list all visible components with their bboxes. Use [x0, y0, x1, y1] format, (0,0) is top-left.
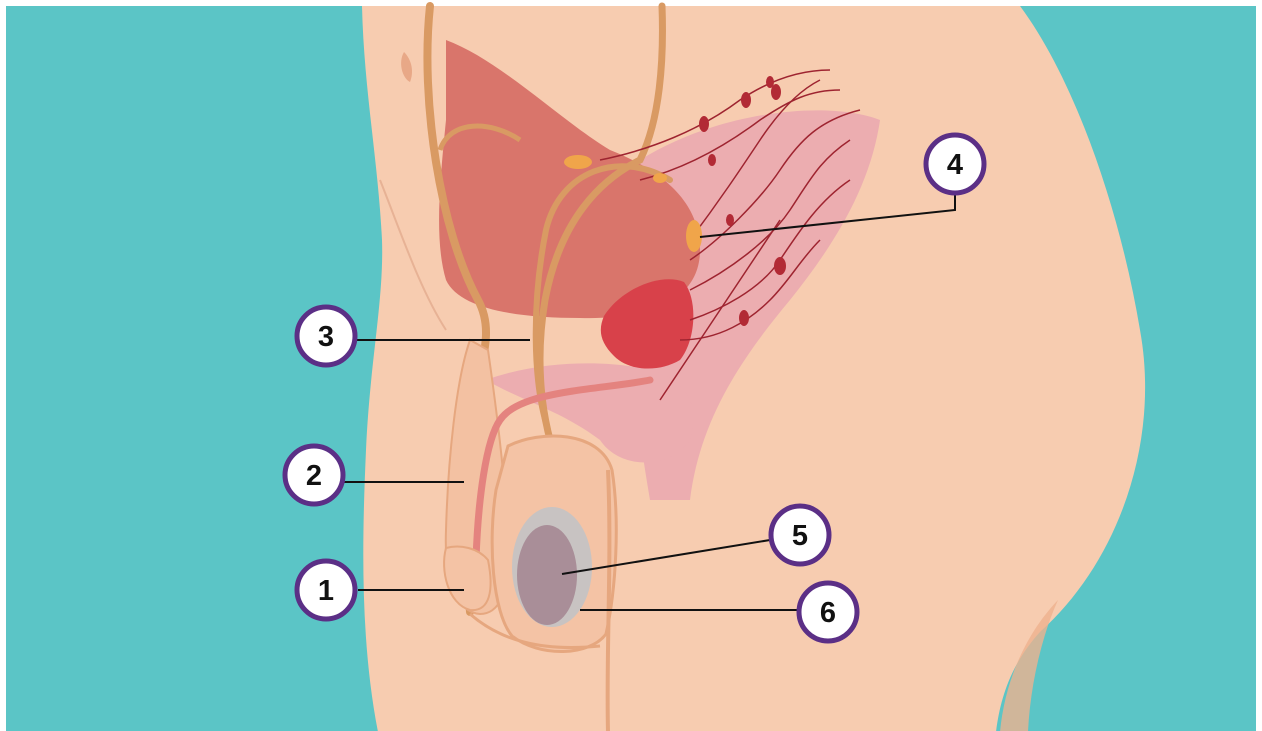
leg-line: [608, 470, 610, 731]
callout-1: 1: [297, 561, 355, 619]
callout-2: 2: [285, 446, 343, 504]
callout-3: 3: [297, 307, 355, 365]
callout-number-5: 5: [792, 520, 808, 552]
callout-4: 4: [926, 135, 984, 193]
callout-number-4: 4: [947, 149, 963, 181]
callout-5: 5: [771, 506, 829, 564]
callout-number-2: 2: [306, 460, 322, 492]
callout-number-6: 6: [820, 597, 836, 629]
callout-6: 6: [799, 583, 857, 641]
tumor: [517, 525, 577, 625]
callout-number-3: 3: [318, 321, 334, 353]
callout-number-1: 1: [318, 575, 334, 607]
